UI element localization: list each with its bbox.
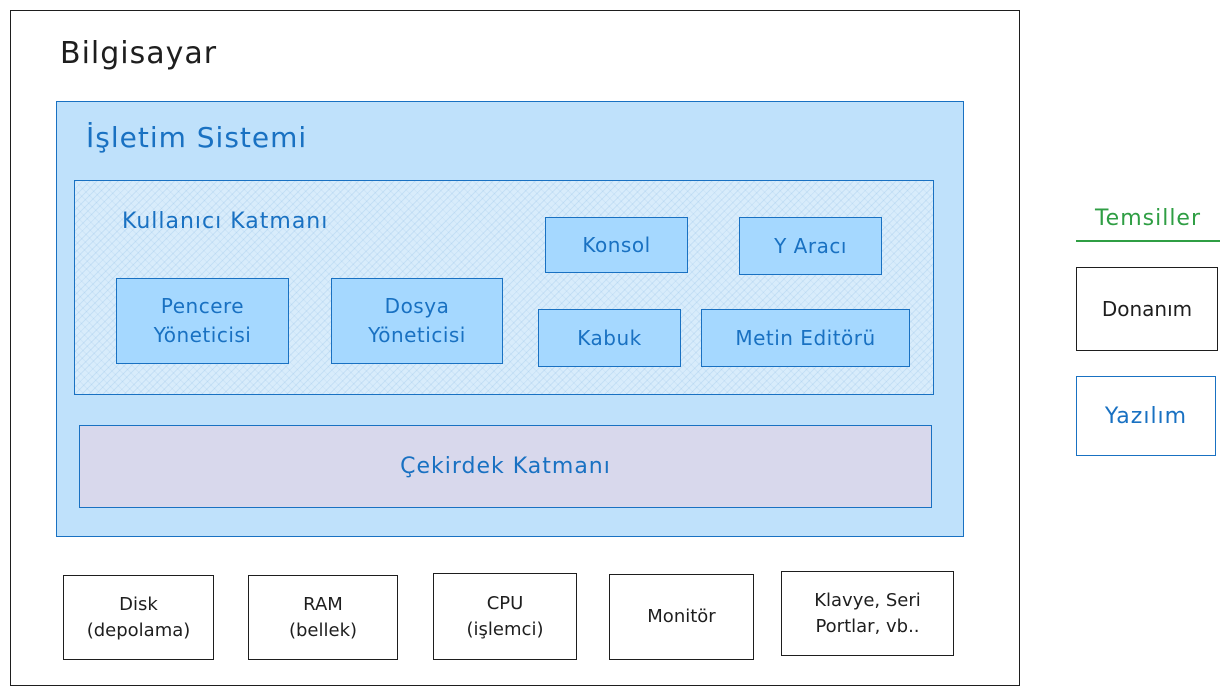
text-editor-box: Metin Editörü xyxy=(701,309,910,367)
disk-box: Disk (depolama) xyxy=(63,575,214,660)
text-editor-label: Metin Editörü xyxy=(735,325,876,350)
legend-software-box: Yazılım xyxy=(1076,376,1216,456)
legend-hardware-box: Donanım xyxy=(1076,267,1218,351)
legend-software-label: Yazılım xyxy=(1104,403,1188,429)
operating-system-title: İşletim Sistemi xyxy=(86,121,308,154)
kernel-layer-label: Çekirdek Katmanı xyxy=(400,454,611,479)
keyboard-ports-label: Klavye, Seri Portlar, vb.. xyxy=(814,590,921,637)
legend-title: Temsiller xyxy=(1094,206,1202,231)
window-manager-box: Pencere Yöneticisi xyxy=(116,278,289,364)
legend-hardware-label: Donanım xyxy=(1101,297,1193,321)
window-manager-label: Pencere Yöneticisi xyxy=(153,294,252,347)
shell-label: Kabuk xyxy=(577,325,642,350)
console-box: Konsol xyxy=(545,217,688,273)
y-tool-box: Y Aracı xyxy=(739,217,882,275)
cpu-label: CPU (işlemci) xyxy=(466,593,544,640)
disk-label: Disk (depolama) xyxy=(86,594,191,641)
file-manager-box: Dosya Yöneticisi xyxy=(331,278,503,364)
monitor-box: Monitör xyxy=(609,574,754,660)
legend-underline xyxy=(1076,240,1220,242)
y-tool-label: Y Aracı xyxy=(774,233,847,258)
file-manager-label: Dosya Yöneticisi xyxy=(368,294,466,347)
keyboard-ports-box: Klavye, Seri Portlar, vb.. xyxy=(781,571,954,656)
monitor-label: Monitör xyxy=(647,606,716,628)
kernel-layer-box: Çekirdek Katmanı xyxy=(79,425,932,508)
shell-box: Kabuk xyxy=(538,309,681,367)
user-layer-title: Kullanıcı Katmanı xyxy=(122,209,329,234)
computer-title: Bilgisayar xyxy=(60,36,218,71)
cpu-box: CPU (işlemci) xyxy=(433,573,577,660)
ram-box: RAM (bellek) xyxy=(248,575,398,660)
console-label: Konsol xyxy=(582,232,651,257)
ram-label: RAM (bellek) xyxy=(288,594,358,641)
